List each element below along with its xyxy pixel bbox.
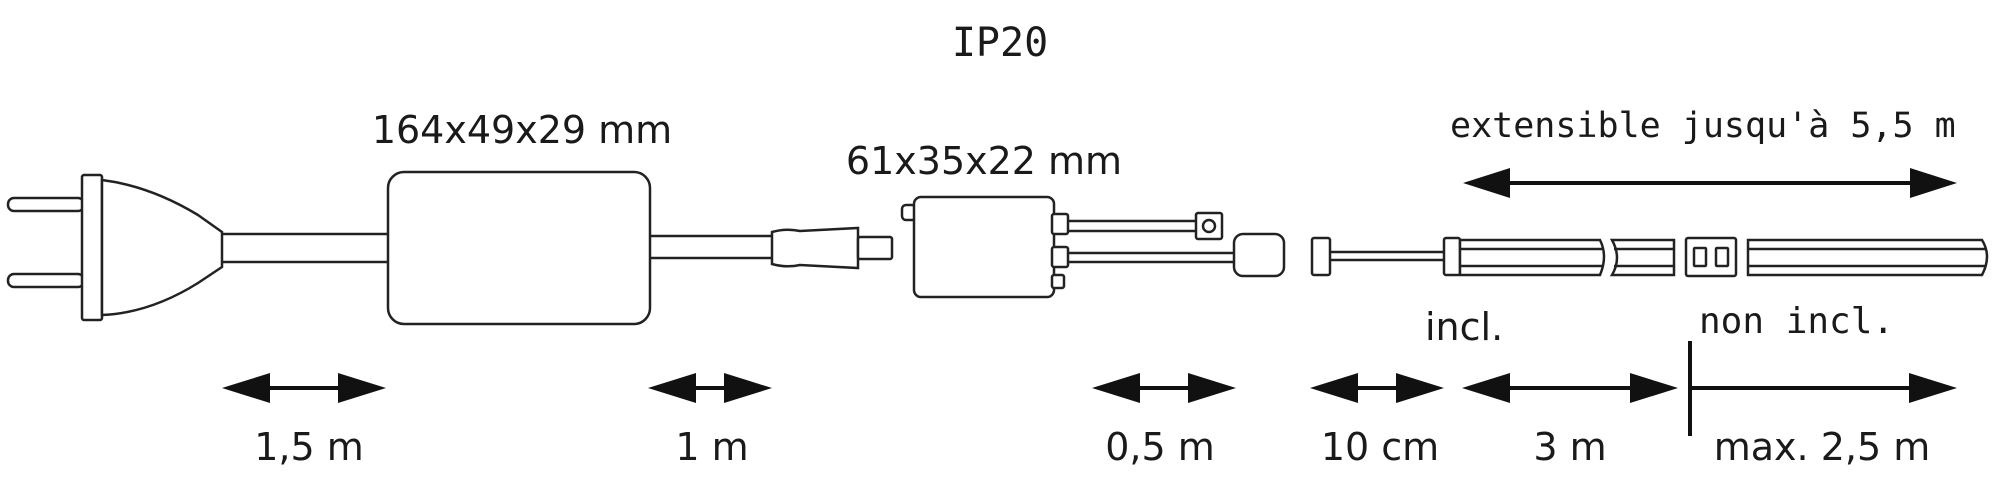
connector-cable-length-label: 10 cm (1321, 425, 1439, 469)
controller-cable-length-label: 0,5 m (1105, 425, 1215, 469)
not-included-label: non incl. (1699, 301, 1894, 342)
strip-included-length-label: 3 m (1533, 425, 1606, 469)
extension-label: extensible jusqu'à 5,5 m (1450, 106, 1956, 146)
strip-extension-length-label: max. 2,5 m (1714, 425, 1930, 469)
power-plug-icon (6, 173, 224, 322)
power-driver-box (386, 170, 652, 326)
controller-box (900, 195, 1070, 299)
plug-cable (222, 232, 388, 264)
led-strip-included (1458, 238, 1676, 277)
strip-joiner-icon (1684, 236, 1738, 278)
plug-cable-length-label: 1,5 m (254, 425, 364, 469)
output-cable (1068, 232, 1286, 278)
driver-cable-length-label: 1 m (675, 425, 748, 469)
included-label: incl. (1425, 305, 1503, 349)
ir-receiver-cable (1068, 211, 1224, 241)
plug-cable-length-arrow (222, 373, 386, 403)
extension-arrow (1463, 168, 1957, 198)
connector-cable (1310, 236, 1462, 277)
connector-cable-length-arrow (1310, 373, 1444, 403)
driver-cable-length-arrow (648, 373, 772, 403)
dc-connector-icon (770, 226, 894, 270)
strip-extension-length-arrow (1692, 373, 1957, 403)
controller-dimensions-label: 61x35x22 mm (846, 139, 1122, 183)
ip-rating-label: IP20 (952, 20, 1048, 66)
controller-cable-length-arrow (1092, 373, 1236, 403)
driver-dimensions-label: 164x49x29 mm (372, 108, 672, 152)
led-strip-extension (1746, 238, 1989, 277)
driver-cable (650, 234, 772, 260)
strip-included-length-arrow (1462, 373, 1678, 403)
